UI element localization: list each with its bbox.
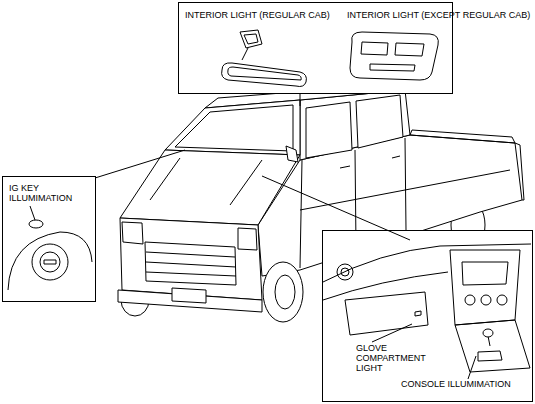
map-lamp <box>240 30 262 48</box>
key-cylinder <box>32 244 68 280</box>
side-mirror <box>286 146 298 162</box>
grille-bar <box>146 252 236 276</box>
leader-line <box>468 356 476 379</box>
grille <box>145 242 236 285</box>
floor-console <box>455 320 530 372</box>
key-illumination <box>29 220 43 228</box>
glove-compartment <box>345 292 428 335</box>
front-face <box>120 218 262 300</box>
column-cover <box>8 232 92 290</box>
callout-box: INTERIOR LIGHT (REGULAR CAB)INTERIOR LIG… <box>178 2 453 94</box>
callout-label: CONSOLE ILLUMIMATION <box>401 379 511 389</box>
control-knob <box>497 295 507 305</box>
dashboard-top <box>323 244 531 282</box>
glove-latch <box>415 311 421 316</box>
windshield-glass <box>175 105 293 151</box>
callout-label: INTERIOR LIGHT (REGULAR CAB) <box>185 10 330 20</box>
air-vent <box>337 264 353 280</box>
center-stack <box>450 250 520 325</box>
callout-box: GLOVE COMPARTMENT LIGHT CONSOLE ILLUMIMAT… <box>322 230 533 402</box>
front-right-wheel <box>263 262 303 322</box>
shift-boot <box>478 351 502 361</box>
callout-label: INTERIOR LIGHT (EXCEPT REGULAR CAB) <box>347 10 530 20</box>
hood-line <box>150 158 262 205</box>
mirror-glass <box>228 67 301 80</box>
cab-side <box>300 90 410 160</box>
control-knob <box>481 295 491 305</box>
callout-label: GLOVE COMPARTMENT LIGHT <box>356 343 430 373</box>
leader-line <box>30 206 35 220</box>
control-knob <box>465 295 475 305</box>
console-switch <box>370 64 415 71</box>
callout-label: IG KEY ILLUMIMATION <box>9 183 89 203</box>
windshield <box>165 100 300 155</box>
lamp-wire <box>242 48 248 60</box>
shift-knob <box>483 329 493 337</box>
hood <box>120 150 300 225</box>
keyhole <box>44 260 56 264</box>
callout-box: IG KEY ILLUMIMATION <box>2 176 96 302</box>
audio-unit <box>462 262 508 285</box>
key-cylinder-face <box>40 252 60 272</box>
lamp-lens <box>244 34 258 44</box>
leader-line <box>262 176 410 240</box>
bed-rail <box>410 130 515 143</box>
overhead-console <box>350 32 438 80</box>
wheel-hub <box>275 275 295 309</box>
headlight <box>122 222 143 244</box>
rearview-mirror <box>222 63 307 87</box>
license-plate <box>172 288 206 303</box>
rear-side-window <box>356 95 403 148</box>
leader-line <box>372 324 412 342</box>
leader-line <box>95 150 185 178</box>
air-vent <box>341 268 349 276</box>
front-side-window <box>306 102 352 158</box>
door-handle <box>340 156 400 168</box>
dashboard-face <box>323 272 448 300</box>
lamp-lens <box>361 42 424 56</box>
leader-line <box>300 93 301 106</box>
shift-lever <box>488 336 490 346</box>
headlight <box>238 228 257 250</box>
tailgate <box>515 143 524 200</box>
